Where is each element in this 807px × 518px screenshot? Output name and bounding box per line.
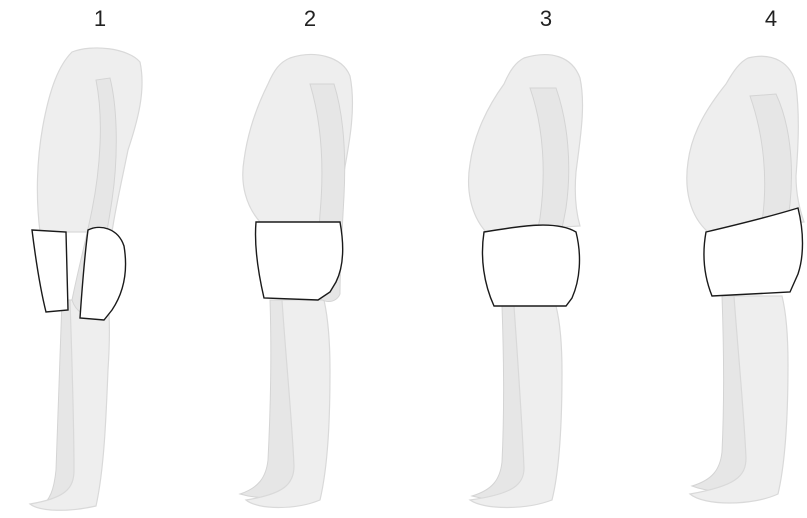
figure-3-briefs xyxy=(482,225,579,306)
figure-1-torso xyxy=(37,48,142,232)
figure-2-briefs xyxy=(255,222,342,300)
figure-1-briefs-back xyxy=(80,227,126,320)
figure-1-briefs-front xyxy=(32,230,68,312)
figure-2-slight-belly xyxy=(240,55,352,508)
figure-4-large-belly xyxy=(687,56,804,503)
figure-1-slim xyxy=(30,48,142,510)
figure-3-rounder-belly xyxy=(469,55,583,508)
